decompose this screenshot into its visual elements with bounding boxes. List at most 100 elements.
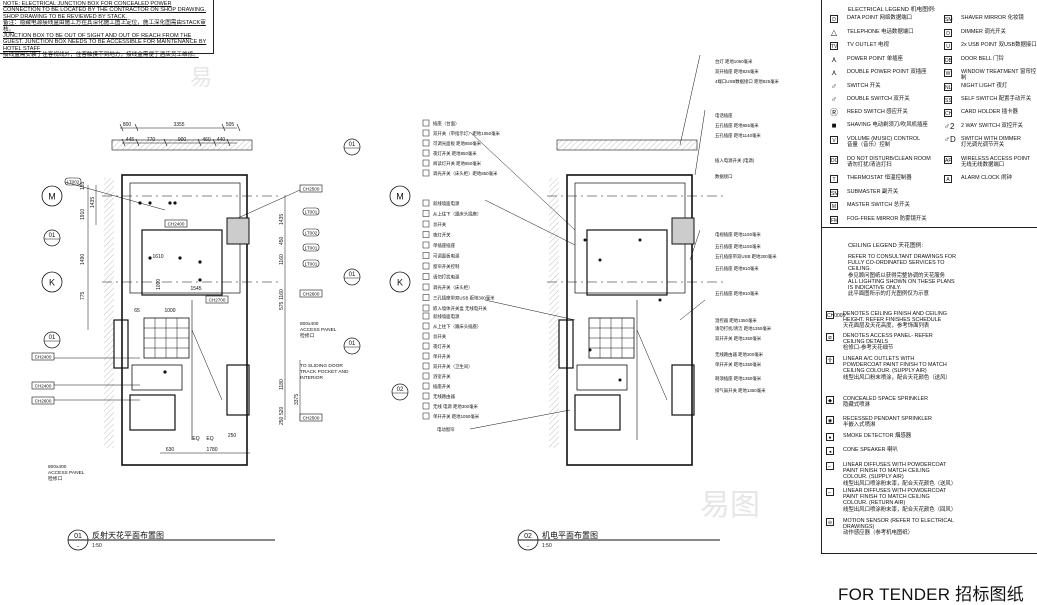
section-tag-number: 01 — [349, 341, 356, 347]
section-tag-number: 01 — [49, 233, 56, 239]
ceiling-legend-item: ◆CONCEALED SPACE SPRINKLER 隐藏式喷淋 — [826, 396, 928, 408]
electrical-legend-item: D DIMMER 调光开关 — [944, 29, 1006, 37]
callout-label: 单开开关 距地1350毫米 — [715, 361, 762, 368]
legend-label: TELEPHONE 电话数据端口 — [847, 29, 914, 35]
grid-k-bubble — [389, 271, 411, 293]
legend-symbol-icon: ■ — [831, 121, 837, 130]
device-icon — [658, 298, 662, 302]
wall — [574, 182, 686, 294]
light-tag — [302, 207, 320, 216]
legend-label: REED SWITCH 感应开关 — [847, 109, 908, 115]
wall — [226, 217, 250, 245]
legend-label: LINEAR DIFFUSES WITH POWDERCOAT PAINT FI… — [843, 488, 957, 513]
callout-label: 无线路由器 距地300毫米 — [715, 351, 764, 358]
dimension-text: 1160 — [279, 289, 285, 300]
legend-symbol-icon: ♂ — [831, 82, 837, 91]
callout-label: 总开关 — [433, 221, 447, 228]
legend-label: SELF SWITCH 配置手动开关 — [961, 96, 1032, 102]
wall — [299, 184, 323, 193]
light-tag — [302, 259, 320, 268]
legend-symbol-icon: ⋏ — [831, 68, 837, 77]
callout-label: 五孔插座 距地1150毫米 — [715, 243, 761, 250]
legend-symbol-icon: Ⓡ — [830, 108, 838, 117]
section-tag — [343, 268, 361, 286]
wall — [422, 241, 430, 249]
wall — [131, 364, 183, 391]
dimension-text: 900 — [178, 137, 187, 143]
dimension-text: 1435 — [279, 214, 285, 225]
legend-label: DIMMER 调光开关 — [961, 29, 1006, 35]
legend-label: FOG-FREE MIRROR 防雾镜开关 — [847, 216, 927, 222]
legend-label: LINEAR DIFFUSES WITH POWDERCOAT PAINT FI… — [843, 462, 957, 487]
callout-label: 双开开关（卫生间） — [433, 363, 473, 370]
plan-sub: - — [527, 544, 529, 550]
line-work — [484, 199, 576, 246]
legend-label: NIGHT LIGHT 夜灯 — [961, 83, 1008, 89]
light-tag — [302, 243, 320, 252]
legend-symbol-icon: ♂ — [831, 95, 837, 104]
line-work — [135, 138, 140, 147]
line-work — [121, 138, 126, 147]
legend-label: TV OUTLET 电视 — [847, 42, 889, 48]
legend-label: THERMOSTAT 恒温控制器 — [847, 175, 912, 181]
callout-label: 浴室开关 — [433, 373, 451, 380]
legend-symbol-icon: △ — [830, 28, 838, 37]
slab-hatch — [111, 139, 253, 151]
dimension-text: 1090 — [156, 279, 162, 290]
legend-symbol-icon: ◂ — [826, 447, 834, 455]
electrical-legend-item: FM FOG-FREE MIRROR 防雾镜开关 — [830, 216, 927, 224]
callout-label: 就线墙面电源 — [433, 313, 460, 320]
grid-m-bubble — [389, 185, 411, 207]
dimension-text: 460 — [202, 137, 211, 143]
legend-label: VOLUME (MUSIC) CONTROL 音量（音乐）控制 — [847, 136, 921, 149]
ceiling-legend-item: ⧄DENOTES ACCESS PANEL- REFER CEILING DET… — [826, 333, 933, 352]
legend-symbol-icon: CH0000 — [826, 311, 846, 319]
wall — [422, 312, 430, 320]
dimension-text: 1545 — [190, 286, 201, 292]
callout-label: 夜灯开关 — [433, 343, 451, 350]
dimension-text: 630 — [166, 447, 175, 453]
electrical-legend-item: ■SHAVING 电动剃须刀/吹风机插座 — [830, 122, 928, 130]
legend-symbol-icon: ⌐ — [826, 488, 834, 496]
electrical-legend-item: ♂ DOUBLE SWITCH 双开关 — [830, 96, 910, 104]
line-work — [191, 329, 223, 401]
legend-label: SUBMASTER 副开关 — [847, 189, 899, 195]
electrical-legend-item: ⋏POWER POINT 单插座 — [830, 56, 903, 64]
ceiling-light-icon — [178, 256, 182, 260]
legend-symbol-icon: W — [944, 69, 952, 77]
dimension-text: 1910 — [80, 209, 86, 220]
dimension-text: 1180 — [279, 379, 285, 390]
legend-symbol-icon: CH — [944, 109, 953, 117]
legend-symbol-icon: AP — [944, 156, 952, 164]
wall — [113, 319, 129, 369]
wall-hatch — [549, 178, 559, 448]
legend-symbol-icon: T — [830, 175, 838, 183]
callout-label: 无线路由器 — [433, 393, 456, 400]
line-work — [237, 189, 301, 219]
legend-label: DOUBLE SWITCH 双开关 — [847, 96, 910, 102]
ceiling-legend-item: ⊖MOTION SENSOR (REFER TO ELECTRICAL DRAW… — [826, 518, 954, 537]
plan-title: 机电平面布置图 — [542, 530, 598, 540]
sliding-door-note: TRACK POCKET AND — [300, 369, 349, 375]
legend-symbol-icon: D — [944, 29, 952, 37]
grid-m-label: M — [396, 192, 404, 202]
wall — [422, 252, 430, 259]
wall — [422, 119, 430, 127]
callout-label: 五孔插座 距地1140毫米 — [715, 132, 761, 139]
legend-symbol-icon: FM — [830, 216, 839, 224]
wall — [422, 304, 430, 312]
legend-label: DENOTES CEILING FINISH AND CEILING HEIGH… — [843, 311, 947, 330]
legend-symbol-icon: ⧄ — [826, 333, 834, 341]
grid-k-label: K — [397, 278, 403, 288]
callout-label: 温控器 距地1350毫米 — [715, 317, 757, 324]
ceiling-legend-title: CEILING LEGEND 天花图例: — [848, 243, 924, 249]
wall — [422, 129, 430, 137]
wall — [558, 319, 574, 369]
ceiling-tag: CH2500 — [303, 187, 320, 192]
